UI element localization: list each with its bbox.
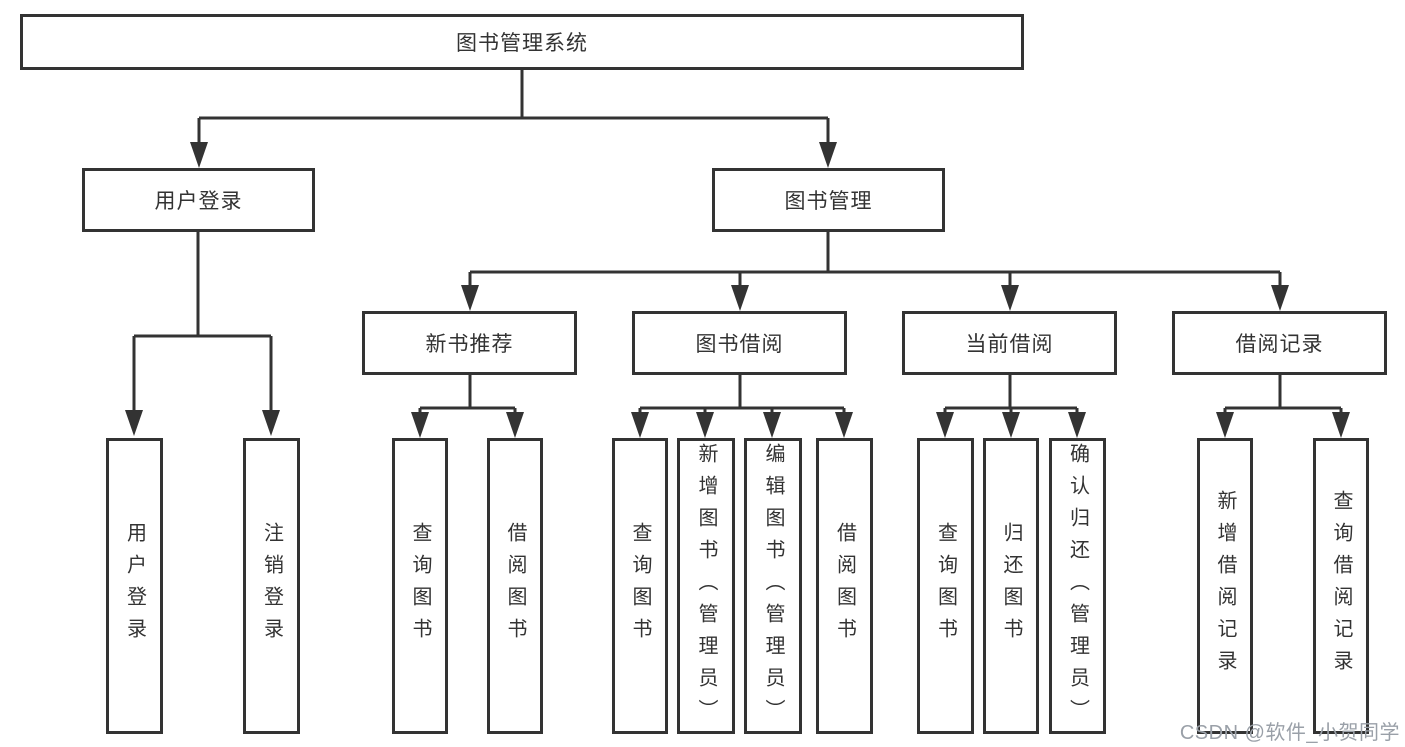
node-user-login: 用户登录 — [82, 168, 315, 232]
node-book-management: 图书管理 — [712, 168, 945, 232]
leaf-borrow-query-books: 查询图书 — [612, 438, 668, 734]
leaf-return-books: 归还图书 — [983, 438, 1039, 734]
node-root: 图书管理系统 — [20, 14, 1024, 70]
leaf-current-query-books-label: 查询图书 — [934, 522, 957, 650]
leaf-user-login: 用户登录 — [106, 438, 163, 734]
csdn-watermark: CSDN @软件_小贺同学 — [1179, 722, 1400, 744]
leaf-borrow-query-books-label: 查询图书 — [629, 522, 651, 650]
leaf-recommend-query-books-label: 查询图书 — [409, 522, 431, 650]
leaf-add-books-admin: 新增图书（管理员） — [677, 438, 735, 734]
leaf-logout: 注销登录 — [243, 438, 300, 734]
leaf-recommend-borrow-books-label: 借阅图书 — [504, 522, 526, 650]
leaf-add-borrow-record: 新增借阅记录 — [1197, 438, 1253, 734]
node-borrow-records-label: 借阅记录 — [1235, 333, 1324, 356]
node-book-borrow-label: 图书借阅 — [695, 333, 784, 356]
leaf-recommend-borrow-books: 借阅图书 — [487, 438, 543, 734]
leaf-edit-books-admin-label: 编辑图书（管理员） — [762, 443, 784, 731]
leaf-query-borrow-record-label: 查询借阅记录 — [1330, 490, 1352, 682]
leaf-current-query-books: 查询图书 — [917, 438, 974, 734]
node-user-login-label: 用户登录 — [154, 190, 243, 213]
leaf-confirm-return-admin: 确认归还（管理员） — [1049, 438, 1106, 734]
leaf-user-login-label: 用户登录 — [123, 522, 146, 650]
arrowheads — [125, 142, 1350, 438]
node-current-borrow: 当前借阅 — [902, 311, 1117, 375]
leaf-borrow-books: 借阅图书 — [816, 438, 873, 734]
node-borrow-records: 借阅记录 — [1172, 311, 1387, 375]
node-book-management-label: 图书管理 — [784, 190, 873, 213]
leaf-return-books-label: 归还图书 — [1000, 522, 1022, 650]
node-current-borrow-label: 当前借阅 — [965, 333, 1054, 356]
leaf-logout-label: 注销登录 — [260, 522, 283, 650]
node-new-book-recommend-label: 新书推荐 — [425, 333, 514, 356]
leaf-edit-books-admin: 编辑图书（管理员） — [744, 438, 802, 734]
node-root-label: 图书管理系统 — [456, 32, 588, 55]
node-new-book-recommend: 新书推荐 — [362, 311, 577, 375]
leaf-add-borrow-record-label: 新增借阅记录 — [1214, 490, 1236, 682]
node-book-borrow: 图书借阅 — [632, 311, 847, 375]
leaf-add-books-admin-label: 新增图书（管理员） — [695, 443, 717, 731]
leaf-confirm-return-admin-label: 确认归还（管理员） — [1066, 443, 1089, 731]
leaf-borrow-books-label: 借阅图书 — [833, 522, 856, 650]
leaf-recommend-query-books: 查询图书 — [392, 438, 448, 734]
leaf-query-borrow-record: 查询借阅记录 — [1313, 438, 1369, 734]
